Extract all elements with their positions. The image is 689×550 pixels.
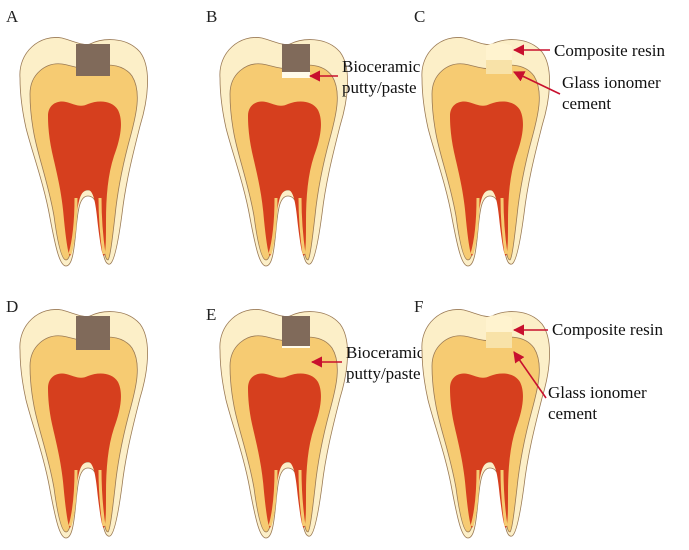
tooth-panel-d: [19, 308, 149, 539]
bioceramic-layer: [282, 346, 310, 348]
tooth-panel-e: [219, 308, 349, 539]
glass-ionomer-layer: [486, 60, 512, 74]
callout-label: Glass ionomer: [562, 73, 661, 92]
cavity-preparation: [282, 316, 310, 346]
callout-arrow: [513, 351, 547, 399]
callout-label: Composite resin: [554, 41, 665, 60]
callout-label: Bioceramic: [342, 57, 421, 76]
callout-label: cement: [548, 404, 597, 423]
panel-letter-c: C: [414, 7, 425, 26]
tooth-panel-a: [19, 36, 149, 267]
cavity-preparation: [76, 44, 110, 76]
tooth-panel-b: [219, 36, 349, 267]
glass-ionomer-layer: [486, 332, 512, 348]
callout-label: Composite resin: [552, 320, 663, 339]
callout-arrow: [512, 71, 561, 95]
callout-label: cement: [562, 94, 611, 113]
callout-label: putty/paste: [346, 364, 421, 383]
tooth-panel-f: [421, 308, 551, 539]
composite-resin-layer: [486, 315, 512, 332]
panel-letter-f: F: [414, 297, 423, 316]
callout-label: Bioceramic: [346, 343, 425, 362]
panel-letter-e: E: [206, 305, 216, 324]
bioceramic-layer: [282, 72, 310, 78]
panel-letter-a: A: [6, 7, 19, 26]
panel-letter-d: D: [6, 297, 18, 316]
composite-resin-layer: [486, 43, 512, 60]
tooth-panel-c: [421, 36, 551, 267]
cavity-preparation: [282, 44, 310, 72]
cavity-preparation: [76, 316, 110, 350]
panel-letter-b: B: [206, 7, 217, 26]
callout-label: Glass ionomer: [548, 383, 647, 402]
callout-label: putty/paste: [342, 78, 417, 97]
